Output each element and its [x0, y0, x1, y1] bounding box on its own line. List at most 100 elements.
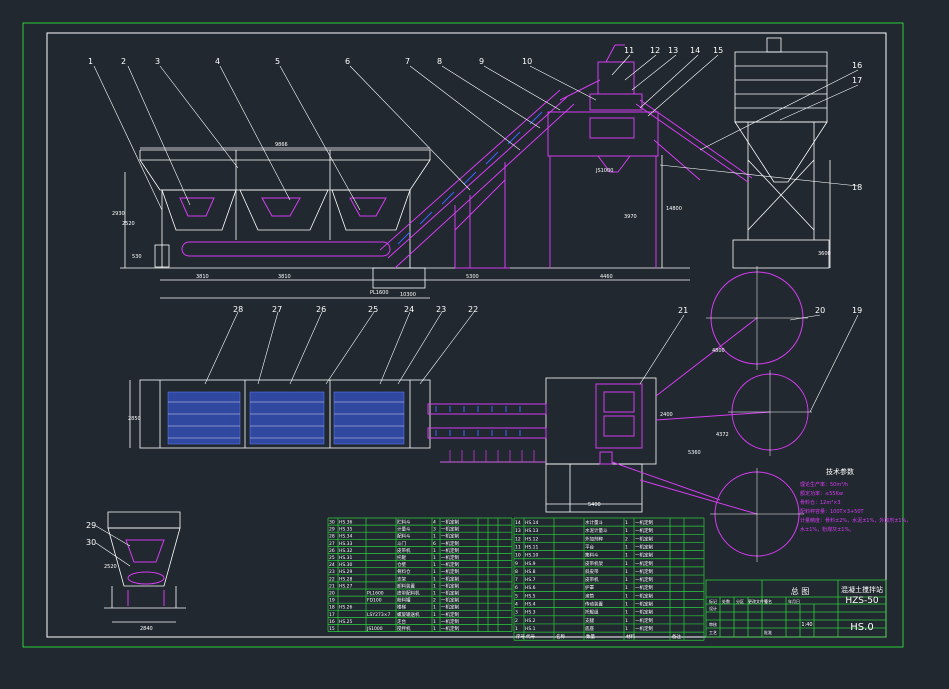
dim-left-height-3: 530 [132, 254, 142, 260]
dim-left-height-2: 2520 [122, 221, 135, 227]
table-cell: 13 [515, 528, 521, 534]
table-cell: 3 [515, 610, 518, 616]
table-cell: 一机定制 [441, 611, 459, 618]
table-cell: 14 [515, 520, 521, 526]
table-cell: 底座 [585, 625, 594, 632]
plan-equipment [427, 383, 721, 501]
hopper-funnel [239, 189, 329, 231]
dim-mixer-plan-width: 5400 [588, 502, 601, 508]
dim-side-view-width: 2840 [140, 626, 153, 632]
dim-side-view-height: 2520 [104, 564, 117, 570]
screw-conveyor [635, 103, 749, 183]
table-cell: 1 [625, 577, 628, 583]
table-cell: 传动装置 [585, 601, 603, 608]
label-skip: PL1600 [370, 290, 389, 296]
table-cell: 皮带配料机 [397, 590, 420, 597]
table-cell: 一机定制 [441, 568, 459, 575]
callout-30: 30 [86, 538, 96, 547]
table-cell: HS.2 [525, 618, 536, 624]
table-cell: 粉料罐 [397, 597, 411, 604]
table-cell: 计量斗 [397, 526, 411, 533]
callout-20: 20 [815, 306, 825, 315]
table-cell: HS.8 [525, 569, 536, 575]
table-cell: 一机定制 [635, 584, 653, 591]
table-cell: 17 [329, 612, 335, 618]
bin-grids [167, 391, 405, 445]
table-cell: LSY273×7 [367, 612, 390, 618]
table-cell: 4 [515, 602, 518, 608]
dim-silo-base: 3600 [818, 251, 831, 257]
dimension-labels: 9866 3810 3810 5300 4460 10300 2930 2520… [104, 142, 831, 632]
elevation-equipment [179, 44, 753, 269]
callout-4: 4 [215, 57, 220, 66]
dim-left-height-1: 2930 [112, 211, 125, 217]
callout-29: 29 [86, 521, 96, 530]
table-cell: 1 [433, 569, 436, 575]
callout-9: 9 [479, 57, 484, 66]
table-cell: 5 [515, 593, 518, 599]
table-cell: 托辊 [397, 554, 406, 561]
table-cell: 1 [515, 626, 518, 632]
dim-seg-1: 3810 [196, 274, 209, 280]
table-cell: 1 [433, 626, 436, 632]
callout-24: 24 [404, 305, 414, 314]
table-cell: 15 [329, 626, 335, 632]
title-block [705, 579, 887, 638]
table-cell: 支架 [397, 575, 406, 582]
table-cell: HS.3 [525, 610, 536, 616]
title-block-label: 批准 [764, 629, 772, 635]
inclined-conveyor-top [379, 89, 561, 251]
table-cell: 一机定制 [441, 540, 459, 547]
dim-mixer-height: 3970 [624, 214, 637, 220]
table-cell: 1 [625, 561, 628, 567]
table-cell: 一机定制 [441, 561, 459, 568]
table-cell: 1 [433, 591, 436, 597]
outer-sheet-frame [22, 22, 904, 648]
callout-8: 8 [437, 57, 442, 66]
drawing-title: 总 图 [791, 586, 810, 596]
table-cell: 托辊组 [585, 609, 599, 616]
table-cell: HS.6 [525, 585, 536, 591]
table-cell: HS.1 [525, 626, 536, 632]
table-header: 代号 [526, 633, 535, 640]
elevation-view [120, 37, 831, 299]
table-cell: 1 [625, 585, 628, 591]
table-cell: 斗门 [397, 540, 406, 547]
table-cell: 平台 [585, 543, 594, 550]
table-cell: 1 [433, 534, 436, 540]
table-cell: 11 [515, 544, 521, 550]
title-block-label: 审核 [709, 621, 717, 627]
table-cell: 9 [515, 561, 518, 567]
table-cell: HS.25 [339, 619, 353, 625]
callout-2: 2 [121, 57, 126, 66]
table-cell: HS.7 [525, 577, 536, 583]
table-cell: 一机定制 [635, 592, 653, 599]
callout-16: 16 [852, 61, 862, 70]
title-block-label: 分区 [736, 598, 744, 604]
label-mixer: JS1000 [595, 168, 613, 174]
table-cell: 一机定制 [635, 519, 653, 526]
callout-3: 3 [155, 57, 160, 66]
table-cell: 1 [625, 610, 628, 616]
title-block-label: 设计 [709, 605, 717, 611]
callout-11: 11 [624, 46, 634, 55]
table-cell: 20 [329, 591, 335, 597]
table-cell: 30 [329, 520, 335, 526]
tech-params-title: 技术参数 [826, 467, 854, 476]
table-cell: HS.5 [525, 593, 536, 599]
table-cell: 3 [433, 527, 436, 533]
table-cell: 斜皮带 [585, 568, 599, 575]
table-cell: 一机定制 [441, 590, 459, 597]
callout-1: 1 [88, 57, 93, 66]
table-cell: 26 [329, 548, 335, 554]
callout-10: 10 [522, 57, 532, 66]
table-cell: 1 [433, 583, 436, 589]
plan-conveyor [427, 403, 547, 415]
table-cell: HS.30 [339, 562, 353, 568]
table-cell: FD100 [367, 598, 382, 604]
table-cell: 支腿 [585, 617, 594, 624]
callout-7: 7 [405, 57, 410, 66]
table-cell: 一机定制 [441, 582, 459, 589]
callout-labels: 1 2 3 4 5 6 7 8 9 10 11 12 13 14 15 16 1… [86, 46, 862, 547]
